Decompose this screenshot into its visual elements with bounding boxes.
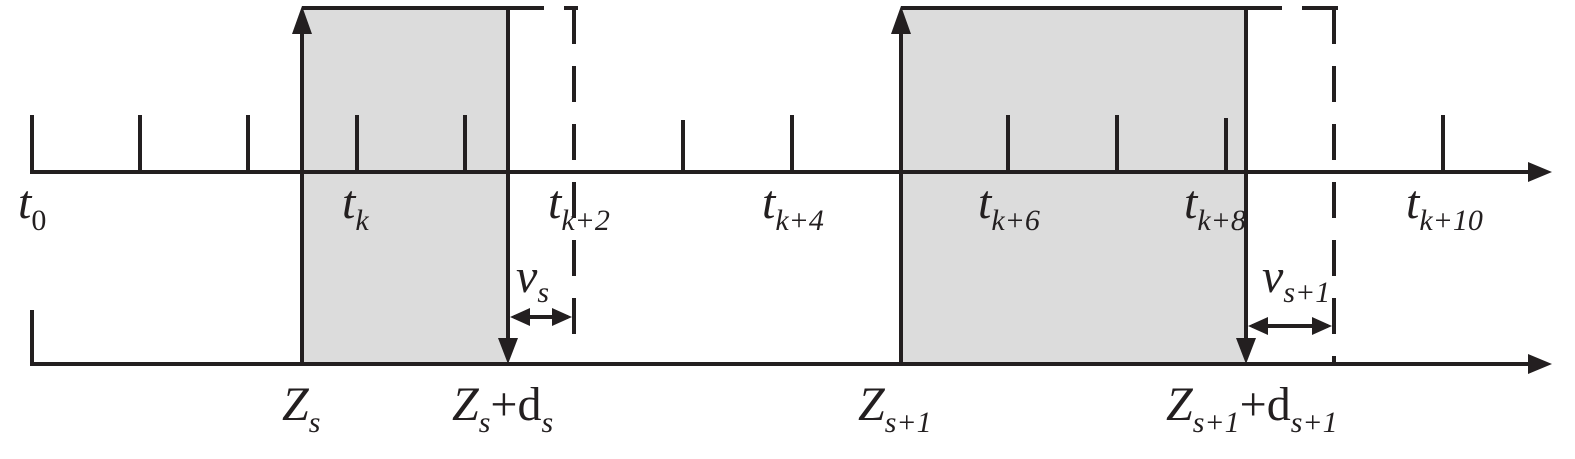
pulse-2-down-arrowhead	[1236, 338, 1256, 364]
time-label-tk10: tk+10	[1406, 176, 1483, 237]
shaded-interval-1	[303, 8, 508, 364]
shaded-interval-2	[901, 8, 1246, 364]
interval-vs-arrowhead-right	[552, 308, 572, 326]
event-label-zs1: Zs+1	[858, 378, 932, 439]
time-axis-top-arrowhead	[1528, 162, 1552, 182]
event-label-zs1-ds1: Zs+1+ds+1	[1166, 378, 1338, 439]
pulse-1-up-arrowhead	[292, 6, 312, 34]
time-label-t0: t0	[18, 176, 46, 237]
event-label-zs-ds: Zs+ds	[452, 378, 553, 439]
time-label-tk2: tk+2	[548, 176, 610, 237]
time-axis-bottom-arrowhead	[1528, 354, 1552, 374]
pulse-1-down-arrowhead	[498, 338, 518, 364]
interval-label-vs1: vs+1	[1262, 250, 1330, 309]
time-label-tk6: tk+6	[978, 176, 1040, 237]
tick-marks	[30, 115, 1445, 172]
time-label-tk8: tk+8	[1184, 176, 1246, 237]
interval-label-vs: vs	[516, 250, 549, 309]
event-label-zs: Zs	[282, 378, 320, 439]
interval-vs-arrowhead-left	[510, 308, 530, 326]
time-label-tk: tk	[342, 176, 369, 237]
time-label-tk4: tk+4	[762, 176, 824, 237]
pulse-2-up-arrowhead	[891, 6, 911, 34]
interval-vs1-arrowhead-right	[1312, 317, 1332, 335]
interval-vs1-arrowhead-left	[1248, 317, 1268, 335]
